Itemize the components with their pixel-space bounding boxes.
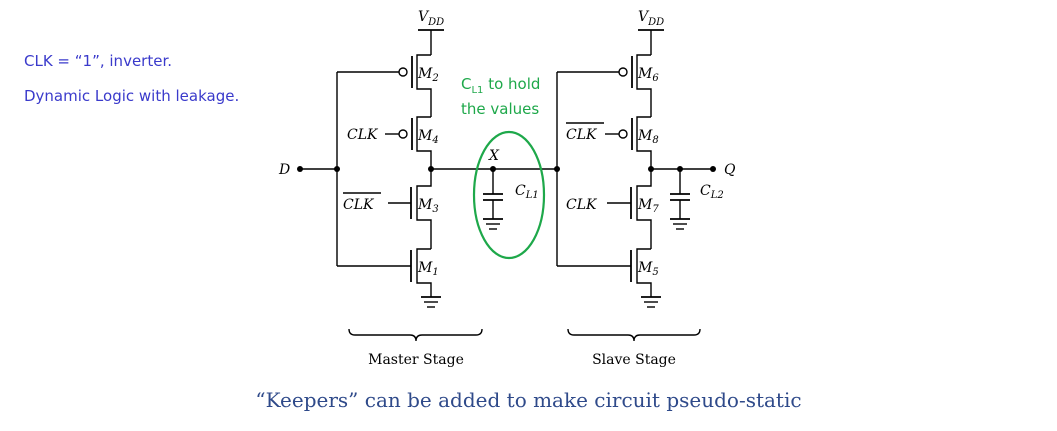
svg-text:M1: M1 (417, 260, 439, 278)
svg-text:M3: M3 (417, 197, 439, 215)
transistor-m3: CLK M3 (343, 169, 439, 249)
transistor-m5: M5 (557, 248, 659, 297)
master-stage-label: Master Stage (368, 352, 464, 368)
transistor-m7: CLK M7 (566, 169, 659, 249)
note-dynamic-logic: Dynamic Logic with leakage. (24, 87, 240, 105)
master-stage-circuit: VDD M2 CLK M4 CLK M3 (278, 9, 557, 308)
svg-text:CL1: CL1 (515, 183, 539, 201)
cl1-highlight-ellipse (472, 130, 546, 260)
note-clk-inverter: CLK = “1”, inverter. (24, 52, 173, 70)
output-q-label: Q (724, 162, 736, 178)
transistor-m4: CLK M4 (347, 116, 439, 169)
annotation-cl1-line2: the values (461, 100, 539, 118)
slave-vdd-label: VDD (638, 9, 664, 28)
transistor-m2: M2 (337, 54, 439, 117)
keepers-caption: “Keepers” can be added to make circuit p… (255, 388, 802, 412)
m7-clk-label: CLK (566, 197, 598, 213)
transistor-m6: M6 (557, 54, 659, 117)
svg-text:M2: M2 (417, 66, 439, 84)
slave-stage-label: Slave Stage (592, 352, 676, 368)
svg-text:M8: M8 (637, 128, 659, 146)
input-d-label: D (278, 162, 290, 178)
master-ground-symbol (421, 296, 441, 308)
capacitor-cl2: CL2 (670, 169, 724, 230)
m3-clk-bar-label: CLK (343, 197, 375, 213)
master-vdd-label: VDD (418, 9, 444, 28)
slave-stage-brace (567, 328, 701, 342)
m8-clk-bar-label: CLK (566, 127, 598, 143)
slave-ground-symbol (641, 296, 661, 308)
transistor-m8: CLK M8 (566, 116, 659, 169)
svg-text:CL2: CL2 (700, 183, 724, 201)
annotation-cl1-line1: CL1 to hold (461, 75, 540, 96)
svg-text:M6: M6 (637, 66, 659, 84)
m4-clk-label: CLK (347, 127, 379, 143)
node-x-label: X (488, 148, 500, 164)
master-stage-brace (348, 328, 483, 342)
svg-text:M4: M4 (417, 128, 439, 146)
svg-text:M5: M5 (637, 260, 659, 278)
svg-text:M7: M7 (637, 197, 659, 215)
transistor-m1: M1 (337, 248, 439, 297)
slave-stage-circuit: VDD M6 CLK M8 CLK M7 (554, 9, 736, 308)
capacitor-cl1: X CL1 (483, 148, 539, 230)
